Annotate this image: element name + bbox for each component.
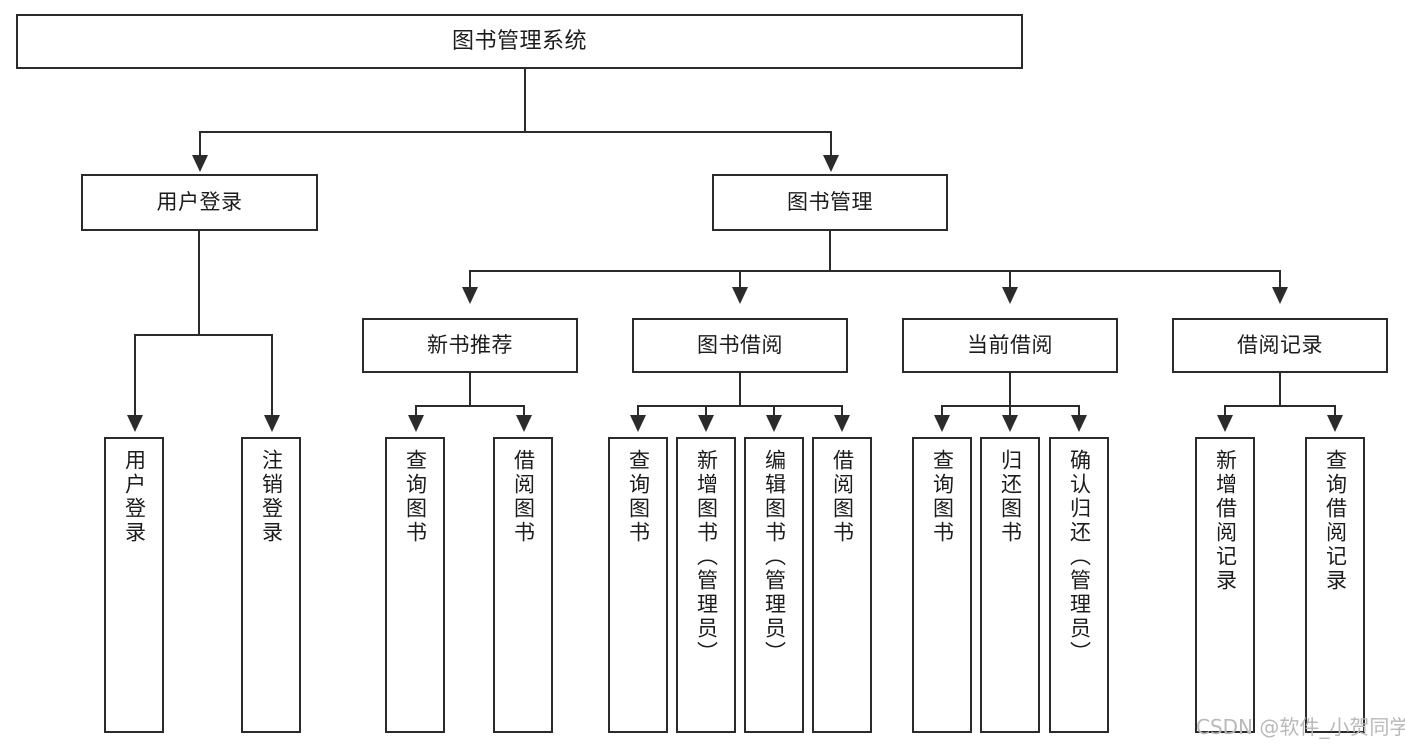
arrow-to-leaf-logout: [264, 415, 280, 432]
node-borrow-record-label: 借阅记录: [1237, 333, 1323, 358]
connector-user-login-stem: [198, 231, 200, 336]
arrow-to-leaf-query-book-3: [934, 415, 950, 432]
arrow-to-leaf-borrow-book-1: [516, 415, 532, 432]
leaf-query-book-1-label: 查询图书: [403, 449, 428, 545]
leaf-borrow-book-2[interactable]: 借阅图书: [812, 437, 872, 733]
connector-root-bus: [199, 131, 832, 133]
connector-borrow-book-drop-3: [773, 405, 775, 417]
leaf-confirm-return-label: 确认归还（管理员）: [1067, 449, 1092, 665]
leaf-query-book-3[interactable]: 查询图书: [912, 437, 972, 733]
connector-root-drop-left: [199, 131, 201, 157]
leaf-edit-book[interactable]: 编辑图书（管理员）: [744, 437, 804, 733]
arrow-to-leaf-query-record: [1327, 415, 1343, 432]
leaf-logout[interactable]: 注销登录: [241, 437, 301, 733]
connector-borrow-book-bus: [637, 405, 842, 407]
connector-root-stem: [524, 69, 526, 133]
leaf-add-book[interactable]: 新增图书（管理员）: [676, 437, 736, 733]
node-borrow-book[interactable]: 图书借阅: [632, 318, 848, 373]
node-new-book-label: 新书推荐: [427, 333, 513, 358]
node-book-manage[interactable]: 图书管理: [712, 174, 948, 231]
arrow-to-new-book: [462, 287, 478, 304]
leaf-query-book-1[interactable]: 查询图书: [385, 437, 445, 733]
arrow-to-current-borrow: [1002, 287, 1018, 304]
leaf-query-book-2-label: 查询图书: [626, 449, 651, 545]
node-user-login-label: 用户登录: [156, 190, 243, 215]
node-new-book[interactable]: 新书推荐: [362, 318, 578, 373]
arrow-root-to-user-login: [192, 155, 208, 172]
leaf-confirm-return[interactable]: 确认归还（管理员）: [1049, 437, 1109, 733]
arrow-to-leaf-confirm-return: [1071, 415, 1087, 432]
arrow-to-leaf-add-record: [1217, 415, 1233, 432]
leaf-user-login-label: 用户登录: [122, 449, 147, 545]
connector-borrow-record-bus: [1224, 405, 1336, 407]
connector-root-drop-right: [830, 131, 832, 157]
connector-borrow-record-stem: [1279, 373, 1281, 407]
arrow-to-leaf-query-book-2: [630, 415, 646, 432]
arrow-to-borrow-book: [732, 287, 748, 304]
leaf-add-record[interactable]: 新增借阅记录: [1195, 437, 1255, 733]
connector-borrow-book-stem: [739, 373, 741, 407]
arrow-to-leaf-add-book: [698, 415, 714, 432]
connector-new-book-drop-2: [523, 405, 525, 417]
arrow-to-leaf-edit-book: [766, 415, 782, 432]
node-current-borrow[interactable]: 当前借阅: [902, 318, 1118, 373]
leaf-return-book-label: 归还图书: [998, 449, 1023, 545]
arrow-to-leaf-return-book: [1002, 415, 1018, 432]
leaf-logout-label: 注销登录: [259, 449, 284, 545]
connector-current-borrow-drop-2: [1009, 405, 1011, 417]
arrow-root-to-book-manage: [823, 155, 839, 172]
connector-borrow-book-drop-4: [841, 405, 843, 417]
leaf-user-login[interactable]: 用户登录: [104, 437, 164, 733]
connector-borrow-record-drop-1: [1224, 405, 1226, 417]
leaf-add-record-label: 新增借阅记录: [1213, 449, 1238, 593]
leaf-return-book[interactable]: 归还图书: [980, 437, 1040, 733]
connector-borrow-record-drop-2: [1334, 405, 1336, 417]
leaf-borrow-book-1-label: 借阅图书: [511, 449, 536, 545]
leaf-borrow-book-1[interactable]: 借阅图书: [493, 437, 553, 733]
connector-user-login-drop-2: [271, 334, 273, 417]
leaf-edit-book-label: 编辑图书（管理员）: [762, 449, 787, 665]
leaf-query-record[interactable]: 查询借阅记录: [1305, 437, 1365, 733]
connector-level3-drop-4: [1279, 270, 1281, 289]
node-current-borrow-label: 当前借阅: [967, 333, 1053, 358]
node-book-manage-label: 图书管理: [787, 190, 873, 215]
connector-user-login-bus: [134, 334, 273, 336]
connector-current-borrow-stem: [1009, 373, 1011, 407]
leaf-query-record-label: 查询借阅记录: [1323, 449, 1348, 593]
connector-current-borrow-drop-3: [1078, 405, 1080, 417]
arrow-to-leaf-query-book-1: [408, 415, 424, 432]
connector-level3-drop-2: [739, 270, 741, 289]
arrow-to-borrow-record: [1272, 287, 1288, 304]
leaf-query-book-2[interactable]: 查询图书: [608, 437, 668, 733]
connector-borrow-book-drop-2: [705, 405, 707, 417]
connector-current-borrow-drop-1: [941, 405, 943, 417]
node-borrow-book-label: 图书借阅: [697, 333, 783, 358]
connector-level3-drop-3: [1009, 270, 1011, 289]
node-root-label: 图书管理系统: [451, 28, 587, 54]
leaf-query-book-3-label: 查询图书: [930, 449, 955, 545]
connector-borrow-book-drop-1: [637, 405, 639, 417]
arrow-to-leaf-borrow-book-2: [834, 415, 850, 432]
connector-level3-drop-1: [469, 270, 471, 289]
leaf-add-book-label: 新增图书（管理员）: [694, 449, 719, 665]
connector-book-manage-stem: [829, 231, 831, 272]
node-borrow-record[interactable]: 借阅记录: [1172, 318, 1388, 373]
connector-book-manage-bus: [469, 270, 1281, 272]
connector-new-book-bus: [415, 405, 525, 407]
arrow-to-leaf-user-login: [127, 415, 143, 432]
node-root[interactable]: 图书管理系统: [16, 14, 1023, 69]
connector-user-login-drop-1: [134, 334, 136, 417]
connector-new-book-stem: [469, 373, 471, 407]
node-user-login[interactable]: 用户登录: [81, 174, 318, 231]
connector-new-book-drop-1: [415, 405, 417, 417]
leaf-borrow-book-2-label: 借阅图书: [830, 449, 855, 545]
